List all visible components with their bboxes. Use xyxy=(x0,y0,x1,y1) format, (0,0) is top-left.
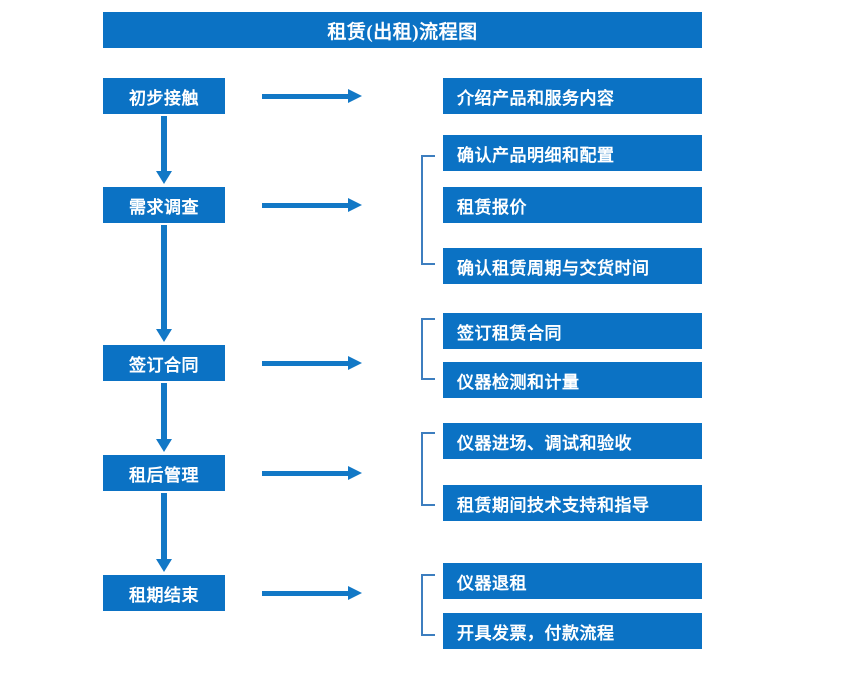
arrow-shaft xyxy=(262,471,350,476)
group-bracket-sign-contract xyxy=(421,318,435,380)
detail-box-technical-support[interactable]: 租赁期间技术支持和指导 xyxy=(443,485,702,521)
detail-box-confirm-spec-config[interactable]: 确认产品明细和配置 xyxy=(443,135,702,171)
arrow-right-icon-post-rental-mgmt xyxy=(262,466,362,480)
arrow-down-icon-contact-to-survey xyxy=(156,116,172,184)
diagram-title: 租赁(出租)流程图 xyxy=(103,12,702,48)
arrow-shaft xyxy=(262,361,350,366)
detail-box-sign-rental-contract[interactable]: 签订租赁合同 xyxy=(443,313,702,349)
arrow-head xyxy=(348,466,362,480)
arrow-shaft xyxy=(161,383,167,439)
arrow-shaft xyxy=(262,203,350,208)
arrow-head xyxy=(156,439,172,452)
stage-box-needs-survey[interactable]: 需求调查 xyxy=(103,187,225,223)
detail-box-confirm-period-delivery[interactable]: 确认租赁周期与交货时间 xyxy=(443,248,702,284)
arrow-right-icon-rental-end xyxy=(262,586,362,600)
group-bracket-rental-end xyxy=(421,574,435,636)
detail-box-instrument-onsite[interactable]: 仪器进场、调试和验收 xyxy=(443,423,702,459)
group-bracket-post-rental-mgmt xyxy=(421,432,435,506)
stage-box-initial-contact[interactable]: 初步接触 xyxy=(103,78,225,114)
stage-box-sign-contract[interactable]: 签订合同 xyxy=(103,345,225,381)
arrow-shaft xyxy=(161,116,167,171)
detail-box-introduce-products[interactable]: 介绍产品和服务内容 xyxy=(443,78,702,114)
arrow-head xyxy=(348,356,362,370)
arrow-head xyxy=(156,329,172,342)
arrow-right-icon-initial-contact xyxy=(262,89,362,103)
arrow-head xyxy=(156,559,172,572)
arrow-head xyxy=(156,171,172,184)
detail-box-invoice-payment[interactable]: 开具发票，付款流程 xyxy=(443,613,702,649)
arrow-head xyxy=(348,89,362,103)
group-bracket-needs-survey xyxy=(421,155,435,265)
arrow-head xyxy=(348,586,362,600)
arrow-shaft xyxy=(161,225,167,329)
arrow-right-icon-needs-survey xyxy=(262,198,362,212)
detail-box-instrument-return[interactable]: 仪器退租 xyxy=(443,563,702,599)
arrow-right-icon-sign-contract xyxy=(262,356,362,370)
stage-box-post-rental-mgmt[interactable]: 租后管理 xyxy=(103,455,225,491)
arrow-down-icon-survey-to-contract xyxy=(156,225,172,342)
arrow-down-icon-contract-to-mgmt xyxy=(156,383,172,452)
arrow-shaft xyxy=(262,591,350,596)
detail-box-instrument-inspection[interactable]: 仪器检测和计量 xyxy=(443,362,702,398)
arrow-down-icon-mgmt-to-end xyxy=(156,493,172,572)
stage-box-rental-end[interactable]: 租期结束 xyxy=(103,575,225,611)
arrow-shaft xyxy=(161,493,167,559)
arrow-head xyxy=(348,198,362,212)
detail-box-rental-quote[interactable]: 租赁报价 xyxy=(443,187,702,223)
arrow-shaft xyxy=(262,94,350,99)
